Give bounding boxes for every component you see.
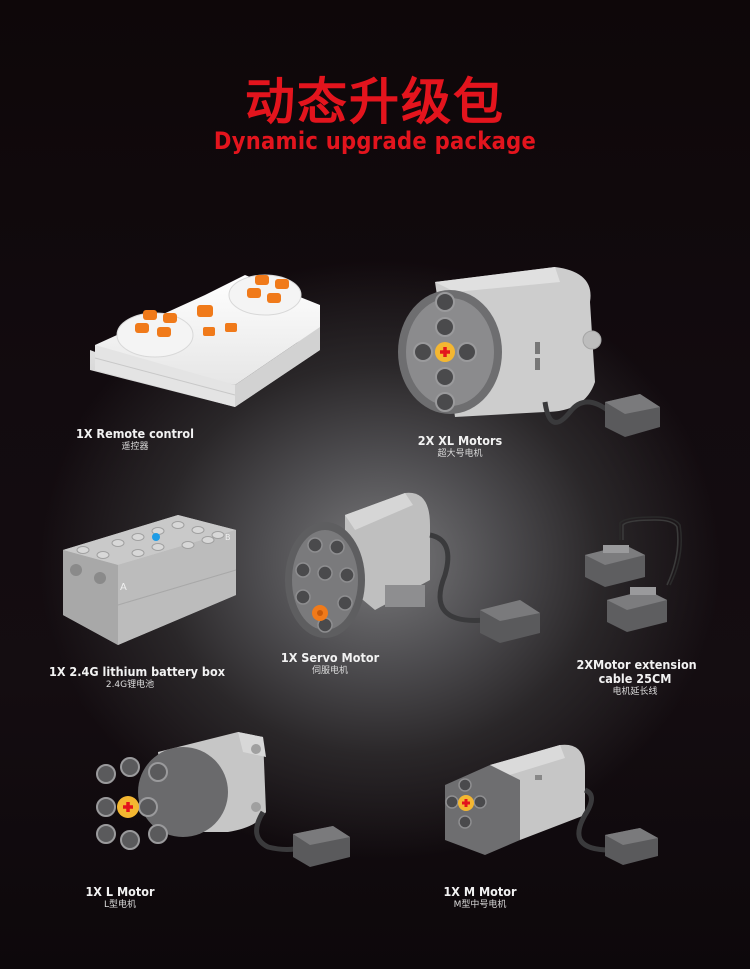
servo-motor-label: 1X Servo Motor 伺服电机 <box>275 651 385 677</box>
l-motor-image <box>88 722 358 872</box>
m-motor-name: 1X M Motor <box>443 884 517 899</box>
xl-motor-name: 2X XL Motors <box>417 433 503 448</box>
title-english: Dynamic upgrade package <box>213 127 537 155</box>
remote-control-label: 1X Remote control 遥控器 <box>60 427 210 453</box>
battery-side-b: B <box>225 533 231 542</box>
servo-motor-name-cn: 伺服电机 <box>311 666 348 676</box>
extension-cable-image <box>575 515 690 635</box>
xl-motor-image <box>395 262 670 442</box>
battery-box-label: 1X 2.4G lithium battery box 2.4G锂电池 <box>40 664 225 691</box>
extension-cable-name-line1: 2XMotor extension <box>576 657 697 672</box>
servo-motor-image <box>285 485 545 650</box>
remote-control-image <box>85 255 320 410</box>
extension-cable-label: 2XMotor extension cable 25CM 电机延长线 <box>570 658 700 698</box>
l-motor-name-cn: L型电机 <box>103 900 136 910</box>
battery-box-name: 1X 2.4G lithium battery box <box>49 664 225 679</box>
m-motor-name-cn: M型中号电机 <box>453 900 507 910</box>
servo-motor-name: 1X Servo Motor <box>280 650 380 665</box>
xl-motor-label: 2X XL Motors 超大号电机 <box>395 434 525 460</box>
battery-box-image: A B <box>58 495 243 650</box>
title-chinese: 动态升级包 <box>245 73 505 131</box>
extension-cable-name-line2: cable 25CM <box>598 671 672 686</box>
m-motor-image <box>440 740 665 875</box>
l-motor-name: 1X L Motor <box>85 884 155 899</box>
remote-control-name-cn: 遥控器 <box>121 442 149 452</box>
battery-box-name-cn: 2.4G锂电池 <box>105 680 155 690</box>
l-motor-label: 1X L Motor L型电机 <box>70 885 170 911</box>
m-motor-label: 1X M Motor M型中号电机 <box>425 885 535 911</box>
xl-motor-name-cn: 超大号电机 <box>437 449 483 459</box>
extension-cable-name-cn: 电机延长线 <box>612 687 658 697</box>
battery-side-a: A <box>120 582 127 593</box>
remote-control-name: 1X Remote control <box>75 426 195 441</box>
